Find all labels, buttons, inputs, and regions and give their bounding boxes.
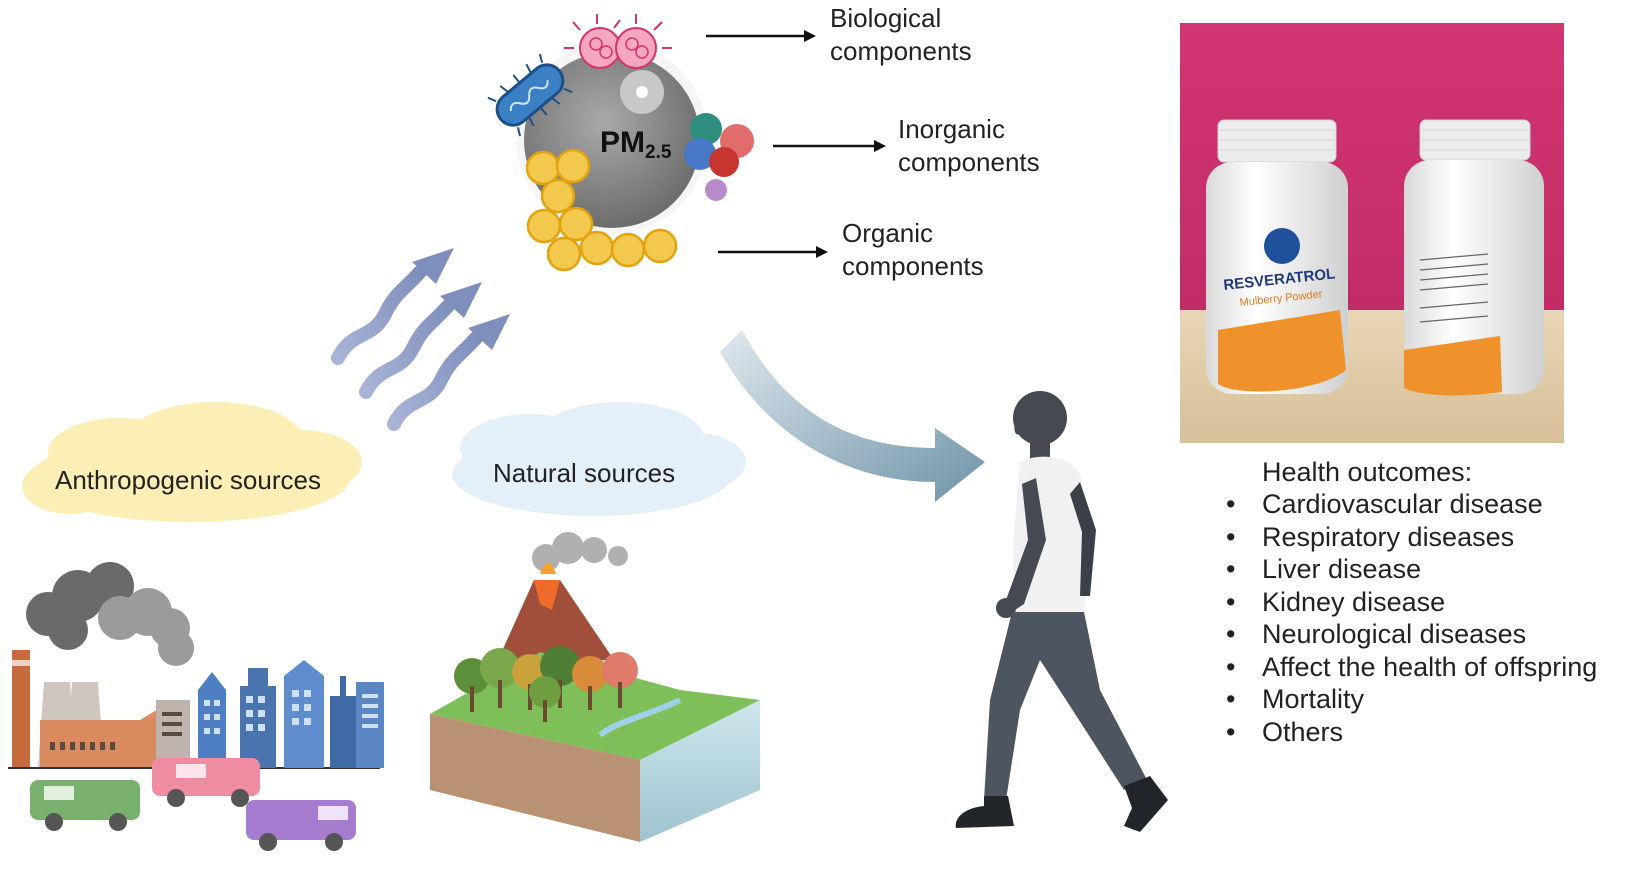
bottle-back <box>1404 119 1544 396</box>
biological-label: Biological components <box>830 3 972 66</box>
outcome-item: Mortality <box>1218 683 1618 716</box>
exposure-arrow <box>720 330 985 502</box>
vehicles-icon <box>30 758 356 851</box>
outcome-item: Kidney disease <box>1218 586 1618 619</box>
person-walking-icon <box>955 391 1168 832</box>
health-outcomes: Health outcomes: Cardiovascular disease … <box>1218 456 1618 748</box>
inorganic-particles <box>684 113 754 201</box>
pm25-particle: PM2.5 <box>487 14 754 272</box>
outcome-item: Cardiovascular disease <box>1218 488 1618 521</box>
outcome-item: Affect the health of offspring <box>1218 651 1618 684</box>
outcome-item: Others <box>1218 716 1618 749</box>
organic-particles <box>525 148 678 272</box>
natural-label: Natural sources <box>493 458 675 488</box>
health-outcomes-title: Health outcomes: <box>1262 457 1473 487</box>
emission-arrowheads <box>412 248 510 350</box>
health-outcomes-list: Cardiovascular disease Respiratory disea… <box>1218 488 1618 748</box>
forest-icon <box>454 646 638 722</box>
globe-logo-icon <box>1264 228 1300 264</box>
outcome-item: Respiratory diseases <box>1218 521 1618 554</box>
outcome-item: Neurological diseases <box>1218 618 1618 651</box>
bacterium-icon <box>487 53 573 137</box>
anthropogenic-label: Anthropogenic sources <box>55 465 321 495</box>
organic-label: Organic components <box>842 218 984 281</box>
city-buildings-icon <box>198 660 384 768</box>
virus-icon <box>564 14 672 69</box>
supplement-photo: RESVERATROL Mulberry Powder <box>1180 23 1564 443</box>
factory-icon <box>8 562 380 769</box>
anthropogenic-cloud <box>22 402 362 522</box>
pm-label: PM2.5 <box>600 126 672 163</box>
inorganic-label: Inorganic components <box>898 114 1040 177</box>
bottle-front: RESVERATROL Mulberry Powder <box>1206 119 1348 394</box>
volcano-landscape-icon <box>430 532 760 842</box>
component-arrows <box>706 30 886 258</box>
emission-arrows <box>331 265 483 431</box>
outcome-item: Liver disease <box>1218 553 1618 586</box>
natural-cloud <box>452 402 746 516</box>
